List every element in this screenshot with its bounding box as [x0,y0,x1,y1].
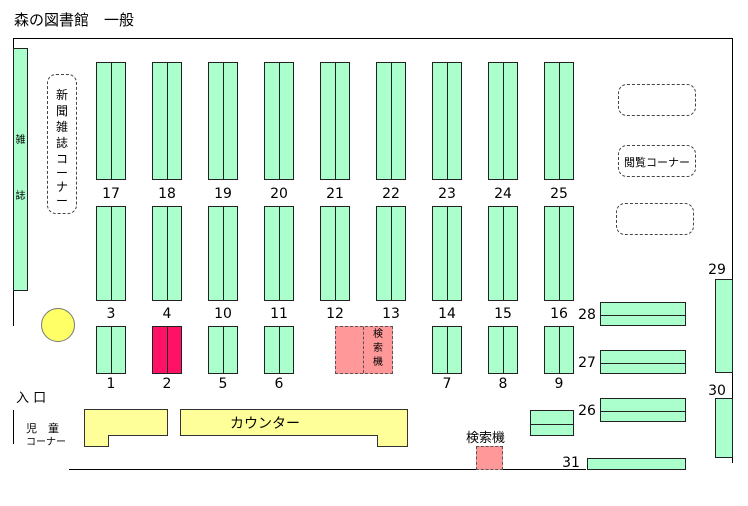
shelf-8[interactable] [488,326,518,374]
shelf-6-number: 6 [274,376,284,392]
newspaper-label-1: 新 [55,88,68,102]
shelf-1-number: 1 [106,376,116,392]
search-terminal-bottom-label: 検索機 [466,431,506,446]
shelf-10-number: 10 [214,306,232,322]
shelf-24-number: 24 [494,186,512,202]
shelf-19-number: 19 [214,186,232,202]
shelf-24[interactable] [488,62,518,180]
shelf-15-number: 15 [494,306,512,322]
counter-main [180,409,408,447]
shelf-28-number: 28 [578,307,596,323]
wall-left-lower [13,410,14,444]
entrance-label: 入 口 [16,391,47,406]
reading-table-1 [618,84,696,116]
wall-right [732,38,733,463]
shelf-17-number: 17 [102,186,120,202]
shelf-18-number: 18 [158,186,176,202]
small-shelf[interactable] [530,410,574,436]
newspaper-label-7: ナ [55,180,68,194]
shelf-3[interactable] [96,206,126,301]
shelf-29-number: 29 [708,262,726,278]
shelf-23[interactable] [432,62,462,180]
shelf-16-number: 16 [550,306,568,322]
search-terminal-label-1: 検 [373,329,383,340]
shelf-14-number: 14 [438,306,456,322]
magazine-wall-shelf[interactable] [13,48,28,291]
newspaper-magazine-corner [47,74,77,214]
shelf-28[interactable] [600,302,686,326]
shelf-4[interactable] [152,206,182,301]
page-title: 森の図書館 一般 [14,11,135,29]
shelf-23-number: 23 [438,186,456,202]
shelf-30[interactable] [715,398,733,458]
shelf-1[interactable] [96,326,126,374]
shelf-9-number: 9 [554,376,564,392]
counter-left [84,409,168,447]
shelf-20-number: 20 [270,186,288,202]
shelf-9[interactable] [544,326,574,374]
shelf-2-number: 2 [162,376,172,392]
shelf-12-number: 12 [326,306,344,322]
shelf-3-number: 3 [106,306,116,322]
shelf-26[interactable] [600,398,686,422]
counter-label: カウンター [230,416,300,432]
shelf-13[interactable] [376,206,406,301]
newspaper-label-8: ー [55,194,68,208]
shelf-22[interactable] [376,62,406,180]
shelf-17[interactable] [96,62,126,180]
shelf-31-number: 31 [562,455,580,471]
shelf-2-highlighted[interactable] [152,326,182,374]
shelf-5-number: 5 [218,376,228,392]
newspaper-label-3: 雑 [55,120,68,134]
shelf-14[interactable] [432,206,462,301]
shelf-6[interactable] [264,326,294,374]
shelf-19[interactable] [208,62,238,180]
shelf-16[interactable] [544,206,574,301]
search-terminal-center[interactable] [335,326,393,374]
shelf-15[interactable] [488,206,518,301]
magazine-wall-label-2: 誌 [15,191,26,202]
wall-bottom [69,469,586,470]
shelf-7[interactable] [432,326,462,374]
shelf-13-number: 13 [382,306,400,322]
shelf-27[interactable] [600,350,686,374]
shelf-21[interactable] [320,62,350,180]
search-terminal-label-3: 機 [373,357,383,368]
shelf-7-number: 7 [442,376,452,392]
newspaper-label-6: ー [55,166,68,180]
reading-corner-label: 閲覧コーナー [624,156,690,169]
entrance-marker [41,308,75,342]
kids-corner-label-1: 児 童 [26,422,59,435]
shelf-11-number: 11 [270,306,288,322]
shelf-26-number: 26 [578,403,596,419]
reading-table-2 [616,203,694,235]
search-terminal-bottom[interactable] [476,446,503,470]
shelf-30-number: 30 [708,383,726,399]
magazine-wall-label-1: 雑 [15,135,26,146]
shelf-8-number: 8 [498,376,508,392]
shelf-5[interactable] [208,326,238,374]
newspaper-label-4: 誌 [55,136,68,150]
shelf-18[interactable] [152,62,182,180]
shelf-4-number: 4 [162,306,172,322]
shelf-31[interactable] [587,458,686,470]
shelf-11[interactable] [264,206,294,301]
search-terminal-label-2: 索 [373,343,383,354]
shelf-22-number: 22 [382,186,400,202]
shelf-29[interactable] [715,279,733,373]
newspaper-label-2: 聞 [55,104,68,118]
shelf-21-number: 21 [326,186,344,202]
shelf-25-number: 25 [550,186,568,202]
kids-corner-label-2: コーナー [26,437,66,448]
shelf-20[interactable] [264,62,294,180]
shelf-27-number: 27 [578,355,596,371]
reading-corner [618,145,696,177]
shelf-10[interactable] [208,206,238,301]
shelf-25[interactable] [544,62,574,180]
shelf-12[interactable] [320,206,350,301]
newspaper-label-5: コ [55,152,68,166]
wall-top [13,38,732,39]
